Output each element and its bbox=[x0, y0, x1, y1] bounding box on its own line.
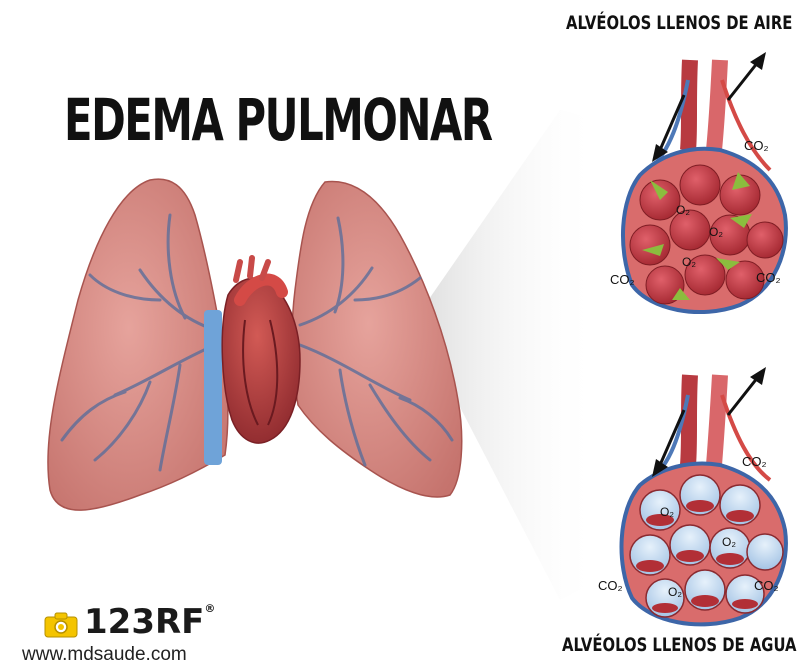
o2-label-top-1: O₂ bbox=[676, 203, 690, 217]
co2-label-bottom-left: CO₂ bbox=[598, 578, 623, 593]
o2-label-top-2: O₂ bbox=[709, 225, 723, 239]
o2-label-bottom-1: O₂ bbox=[660, 505, 674, 519]
logo-text: 123RF bbox=[84, 602, 204, 642]
co2-label-top-left: CO₂ bbox=[610, 272, 635, 287]
co2-label-bottom-right: CO₂ bbox=[742, 454, 767, 469]
o2-label-bottom-2: O₂ bbox=[722, 535, 736, 549]
o2-label-top-3: O₂ bbox=[682, 255, 696, 269]
co2-label-top-lower-right: CO₂ bbox=[756, 270, 781, 285]
left-lung bbox=[48, 179, 228, 510]
caption-air-filled-alveoli: ALVÉOLOS LLENOS DE AIRE bbox=[566, 12, 792, 34]
right-lung bbox=[292, 182, 462, 497]
registered-mark: ® bbox=[204, 602, 215, 615]
caption-water-filled-alveoli: ALVÉOLOS LLENOS DE AGUA bbox=[562, 634, 797, 656]
logo-wordmark: 123RF® bbox=[84, 602, 215, 642]
camera-icon bbox=[44, 612, 78, 638]
co2-label-bottom-lower-right: CO₂ bbox=[754, 578, 779, 593]
heart bbox=[222, 258, 300, 443]
page-title: EDEMA PULMONAR bbox=[64, 86, 492, 154]
o2-label-bottom-3: O₂ bbox=[668, 585, 682, 599]
co2-label-top-right: CO₂ bbox=[744, 138, 769, 153]
website-url: www.mdsaude.com bbox=[22, 644, 187, 666]
